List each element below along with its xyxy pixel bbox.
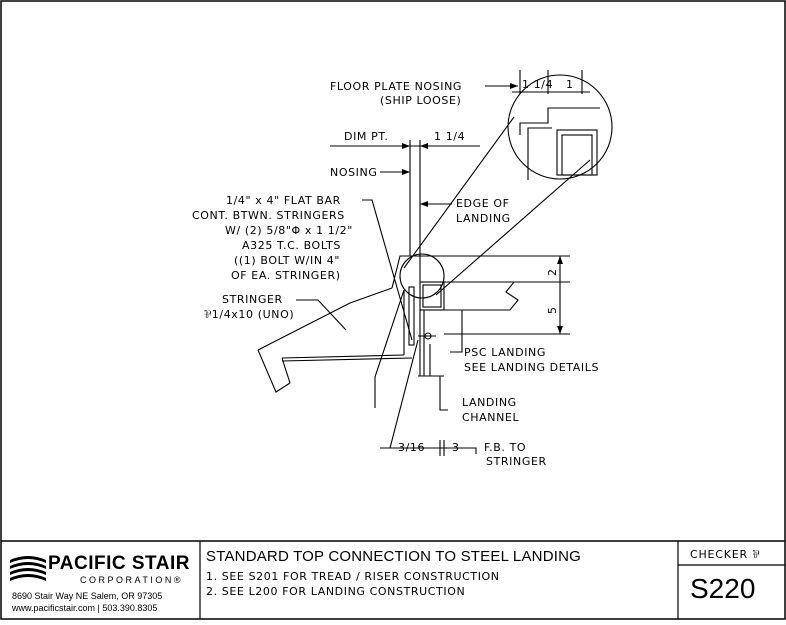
label-stringer-size: ⅌1/4x10 (UNO) xyxy=(204,308,294,321)
label-enlarged-1: 1 xyxy=(566,78,574,91)
label-weld-size: 3/16 xyxy=(398,441,425,454)
enlarged-stringer xyxy=(527,127,552,180)
label-ship-loose: (SHIP LOOSE) xyxy=(380,94,461,107)
pacific-stair-logo-icon xyxy=(10,556,46,581)
company-contact: www.pacificstair.com | 503.390.8305 xyxy=(12,603,158,613)
registered-mark: ® xyxy=(173,575,183,585)
psc-landing-leader xyxy=(450,310,463,353)
enlarged-nosing-plate xyxy=(519,107,600,135)
label-flat-bar-6: OF EA. STRINGER) xyxy=(231,269,341,282)
label-flat-bar-5: ((1) BOLT W/IN 4" xyxy=(234,254,340,267)
label-fb-stringer: STRINGER xyxy=(486,455,547,468)
company-address: 8690 Stair Way NE Salem, OR 97305 xyxy=(12,591,163,601)
arrowheads xyxy=(402,83,563,334)
callout-tangent-2 xyxy=(435,159,591,296)
stringer-leader xyxy=(296,299,347,331)
nosing-top xyxy=(391,255,440,289)
stringer-top-edge xyxy=(257,287,393,351)
sheet-number: S220 xyxy=(690,573,756,604)
label-landing-channel-2: CHANNEL xyxy=(462,411,519,424)
landing-channel-inner xyxy=(422,284,442,308)
callout-tangent-1 xyxy=(403,116,515,269)
stringer-lower-end xyxy=(257,349,291,393)
stringer-flange-2 xyxy=(281,357,413,362)
detail-geometry xyxy=(257,70,613,456)
label-landing-channel-1: LANDING xyxy=(462,396,517,409)
weld-arrow-leader xyxy=(389,339,419,449)
stringer-flange-1 xyxy=(281,354,405,359)
flat-bar-leader xyxy=(362,199,413,341)
company-sub-text: CORPORATION xyxy=(80,575,174,585)
label-stringer: STRINGER xyxy=(222,293,283,306)
label-see-landing-details: SEE LANDING DETAILS xyxy=(464,361,599,374)
stringer-back-line xyxy=(374,289,405,408)
label-flat-bar-1: 1/4" x 4" FLAT BAR xyxy=(226,194,341,207)
label-flat-bar-4: A325 T.C. BOLTS xyxy=(242,239,341,252)
label-dim-2: 2 xyxy=(546,268,559,276)
landing-slab xyxy=(444,281,519,311)
enlarged-channel-inner xyxy=(561,134,593,176)
flat-bar xyxy=(408,286,415,346)
note-2: 2. SEE L200 FOR LANDING CONSTRUCTION xyxy=(206,585,466,598)
note-1: 1. SEE S201 FOR TREAD / RISER CONSTRUCTI… xyxy=(206,570,500,583)
enlarged-detail-circle xyxy=(507,74,613,180)
landing-channel-top xyxy=(419,281,445,311)
label-psc-landing: PSC LANDING xyxy=(464,346,546,359)
checker-label: CHECKER ⅌ xyxy=(690,548,761,561)
company-name: PACIFIC STAIR xyxy=(48,553,190,574)
label-dim-1-1-4: 1 1/4 xyxy=(434,130,465,143)
label-floor-plate-nosing: FLOOR PLATE NOSING xyxy=(330,80,462,93)
weld-reference-line xyxy=(380,447,477,454)
label-dim-pt: DIM PT. xyxy=(344,130,388,143)
label-weld-length: 3 xyxy=(452,441,460,454)
label-flat-bar-3: W/ (2) 5/8"Φ x 1 1/2" xyxy=(225,224,353,237)
landing-channel-leader xyxy=(439,376,448,411)
label-flat-bar-2: CONT. BTWN. STRINGERS xyxy=(192,209,345,222)
detail-callout-circle xyxy=(399,253,445,299)
stringer-web-end xyxy=(281,357,291,384)
label-edge-of: EDGE OF xyxy=(456,197,510,210)
label-nosing: NOSING xyxy=(330,166,377,179)
company-sub: CORPORATION® xyxy=(80,575,183,585)
drawing-title: STANDARD TOP CONNECTION TO STEEL LANDING xyxy=(206,548,582,565)
label-dim-5: 5 xyxy=(546,306,559,314)
label-enlarged-1-1-4: 1 1/4 xyxy=(522,78,553,91)
label-fb-to: F.B. TO xyxy=(484,441,526,454)
label-landing: LANDING xyxy=(456,212,511,225)
